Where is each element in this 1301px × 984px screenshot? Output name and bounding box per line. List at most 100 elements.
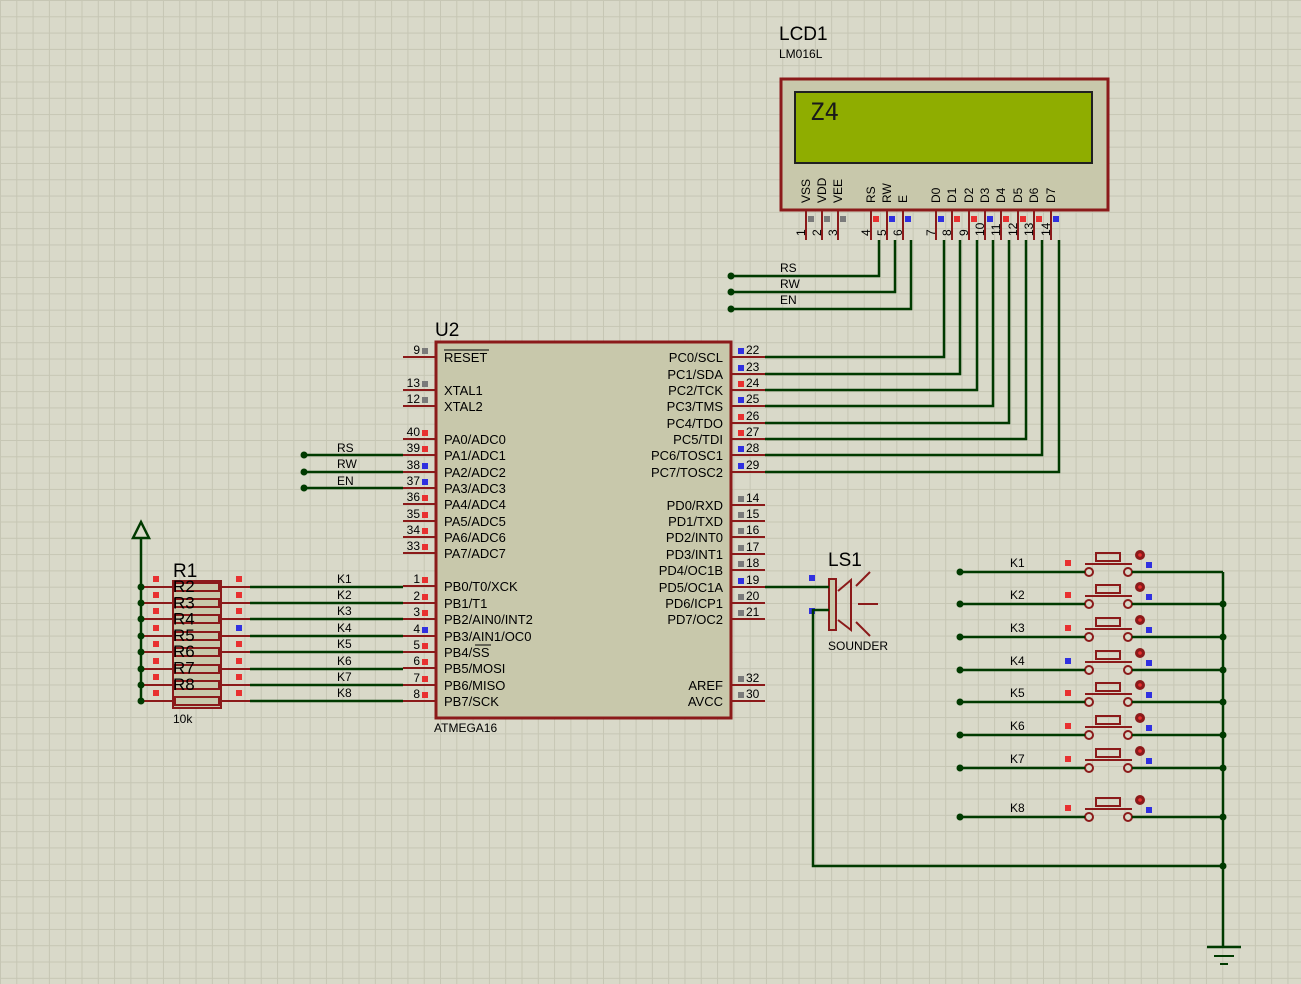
lcd-pin-name: D0 [929,187,943,203]
switch-state-dot [1138,553,1142,557]
mcu-pin-number: 24 [746,376,760,390]
mcu-pin-indicator [738,594,744,600]
junction-dot [956,666,964,674]
mcu-pin-number: 23 [746,360,760,374]
wire [765,240,1011,425]
lcd-pin-number: 13 [1022,222,1036,236]
lcd-pin-number: 9 [957,229,971,236]
lcd-pin-number: 6 [891,229,905,236]
wire [765,240,946,359]
mcu-pin-number: 27 [746,425,760,439]
button-net-label: K6 [1010,719,1025,733]
mcu-pin-indicator [738,512,744,518]
mcu-pin-indicator [422,659,428,665]
mcu-pin-name: PC1/SDA [667,367,723,382]
mcu-pin-name: PB0/T0/XCK [444,579,518,594]
resistor-pin-indicator [236,658,242,664]
mcu-pin-number: 3 [413,605,420,619]
mcu-pin-number: 28 [746,441,760,455]
wire [765,240,1061,474]
resistor-label: R6 [173,642,195,661]
lcd-pin-name: VEE [831,179,845,203]
button-net-label: K4 [1010,654,1025,668]
mcu-pin-indicator [422,495,428,501]
button-net-label: K3 [1010,621,1025,635]
mcu-pin-number: 17 [746,540,760,554]
push-button-4[interactable]: K4 [1010,648,1152,675]
button-net-label: K8 [1010,801,1025,815]
resistor-pin-indicator [236,576,242,582]
lcd-pin-number: 10 [973,222,987,236]
mcu-pin-name: PB7/SCK [444,694,499,709]
push-button-8[interactable]: K8 [1010,795,1152,822]
resistor-label: R3 [173,593,195,612]
lcd-pin-indicator [1003,216,1009,222]
junction-dot [956,633,964,641]
switch-state-dot [1138,749,1142,753]
resistor-label: R2 [173,577,195,596]
resistor-label: R4 [173,610,195,629]
mcu-pin-number: 7 [413,671,420,685]
resistor-label: R5 [173,626,195,645]
mcu-pin-number: 36 [407,490,421,504]
lcd-pin-name: D6 [1027,187,1041,203]
junction-dot [727,272,735,280]
push-button-7[interactable]: K7 [1010,746,1152,773]
sounder-ls1[interactable]: LS1 SOUNDER [809,550,888,653]
portb-net-label: K7 [337,670,352,684]
junction-dot [727,305,735,313]
lcd-pin-indicator [808,216,814,222]
junction-dot [300,468,308,476]
resistor-pin-indicator [236,690,242,696]
switch-state-dot [1138,683,1142,687]
mcu-pin-indicator [738,561,744,567]
mcu-pin-number: 32 [746,671,760,685]
portb-net-label: K8 [337,686,352,700]
push-button-6[interactable]: K6 [1010,713,1152,740]
mcu-pin-number: 19 [746,573,760,587]
mcu-pin-number: 1 [413,572,420,586]
mcu-pin-name: XTAL1 [444,383,483,398]
lcd-pin-number: 14 [1039,222,1053,236]
mcu-pin-number: 8 [413,687,420,701]
mcu-pin-indicator [738,610,744,616]
resistor-element [174,696,220,706]
mcu-pin-name: PC6/TOSC1 [651,448,723,463]
portb-net-label: K5 [337,637,352,651]
lcd-pin-number: 12 [1006,222,1020,236]
resistor-pin-indicator [153,658,159,664]
mcu-pin-number: 29 [746,458,760,472]
mcu-pin-name: PC7/TOSC2 [651,465,723,480]
porta-nets: RS RW EN [337,441,357,488]
lcd-pin-name: RS [864,186,878,203]
switch-cap [1095,617,1121,627]
mcu-pin-number: 6 [413,654,420,668]
portb-net-label: K3 [337,604,352,618]
resistor-pin-indicator [153,592,159,598]
push-button-5[interactable]: K5 [1010,680,1152,707]
button-net-label: K7 [1010,752,1025,766]
resistor-pin-indicator [236,641,242,647]
junction-dot [727,288,735,296]
mcu-pin-indicator [422,381,428,387]
resistor-element [174,598,220,608]
mcu-pin-indicator [738,463,744,469]
mcu-pin-indicator [422,512,428,518]
mcu-pin-number: 13 [407,376,421,390]
power-terminal-icon [130,519,152,540]
mcu-pin-name: PD5/OC1A [659,580,724,595]
switch-contact [1123,599,1133,609]
mcu-pin-number: 2 [413,589,420,603]
mcu-pin-name: PA6/ADC6 [444,530,506,545]
sounder-pin-indicator [809,575,815,581]
lcd-pin-indicator [1053,216,1059,222]
mcu-pin-number: 30 [746,687,760,701]
button-pin-indicator [1146,627,1152,633]
lcd-module[interactable]: LCD1 LM016L Z4 VSS1VDD2VEE3RS4RW5E6D07D1… [779,24,1110,240]
mcu-pin-indicator [422,676,428,682]
mcu-pin-number: 25 [746,392,760,406]
